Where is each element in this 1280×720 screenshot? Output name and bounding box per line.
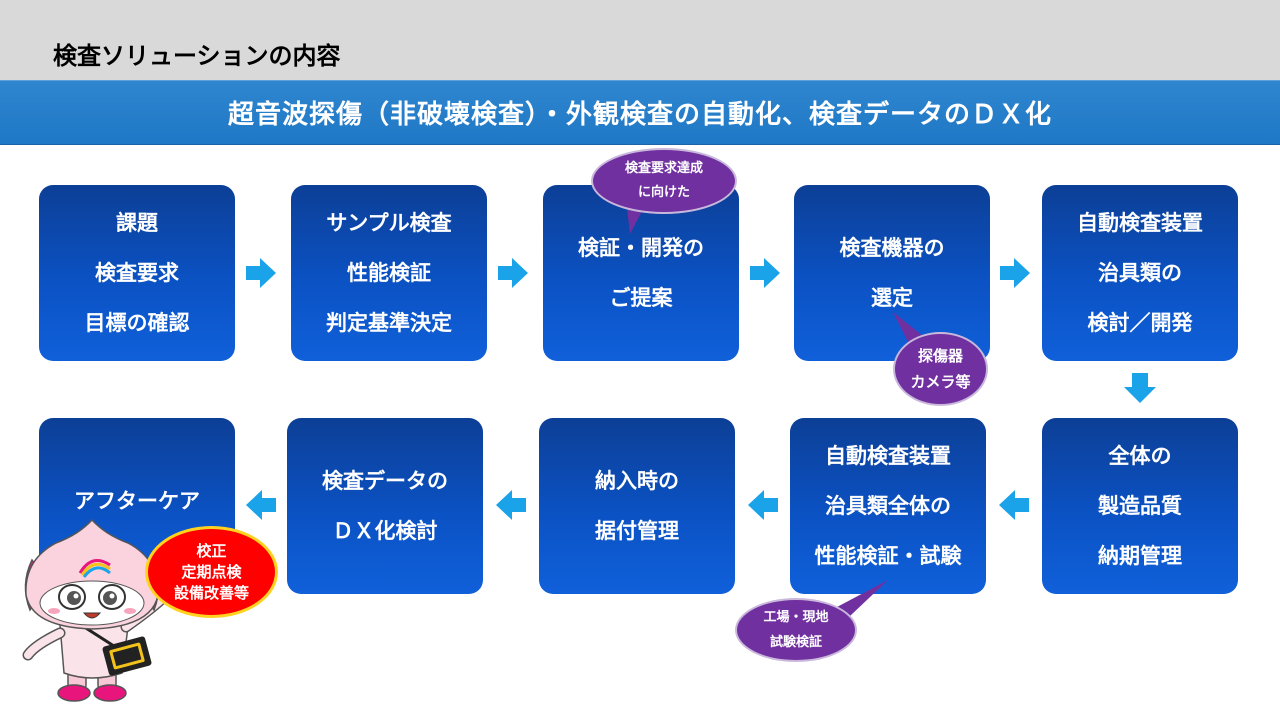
callout-aftercare-line-3: 設備改善等 <box>173 583 249 602</box>
step-box-2: サンプル検査 性能検証 判定基準決定 <box>291 185 487 361</box>
callout-testing-line-1: 工場・現地 <box>763 610 829 625</box>
step-box-3: 検証・開発の ご提案 <box>543 185 739 361</box>
step-10-line-1: アフターケア <box>74 489 200 513</box>
arrow-icon <box>748 490 778 520</box>
step-box-1: 課題 検査要求 目標の確認 <box>39 185 235 361</box>
header-bar <box>0 0 1280 80</box>
callout-equipment-line-1: 探傷器 <box>917 347 963 365</box>
callout-proposal-line-2: に向けた <box>637 185 690 200</box>
step-box-4: 検査機器の 選定 <box>794 185 990 361</box>
step-8-line-1: 納入時の <box>595 469 679 493</box>
arrow-icon <box>496 490 526 520</box>
step-1-line-1: 課題 <box>116 211 158 235</box>
arrow-icon <box>246 490 276 520</box>
step-2-line-3: 判定基準決定 <box>326 311 452 335</box>
callout-testing-line-2: 試験検証 <box>769 635 822 650</box>
step-2-line-1: サンプル検査 <box>326 211 452 235</box>
step-8-line-2: 据付管理 <box>595 519 679 543</box>
step-3-line-1: 検証・開発の <box>578 236 704 260</box>
step-6-line-2: 製造品質 <box>1098 494 1182 518</box>
step-4-line-1: 検査機器の <box>839 236 945 260</box>
page-title: 検査ソリューションの内容 <box>53 42 341 70</box>
step-5-line-1: 自動検査装置 <box>1077 211 1203 235</box>
banner: 超音波探傷（非破壊検査）・外観検査の自動化、検査データのＤＸ化 <box>0 80 1280 145</box>
step-3-line-2: ご提案 <box>609 286 673 310</box>
step-6-line-1: 全体の <box>1108 444 1172 468</box>
arrow-icon <box>1124 373 1156 403</box>
step-1-line-3: 目標の確認 <box>84 311 190 335</box>
step-2-line-2: 性能検証 <box>347 261 431 285</box>
step-7-line-1: 自動検査装置 <box>825 444 951 468</box>
callout-aftercare-line-1: 校正 <box>196 541 227 560</box>
callout-proposal-line-1: 検査要求達成 <box>624 161 703 176</box>
callout-testing: 工場・現地 試験検証 <box>735 598 857 662</box>
step-box-9: 検査データの ＤＸ化検討 <box>287 418 483 594</box>
step-box-5: 自動検査装置 治具類の 検討／開発 <box>1042 185 1238 361</box>
step-6-line-3: 納期管理 <box>1098 544 1182 568</box>
step-9-line-1: 検査データの <box>322 469 448 493</box>
step-4-line-2: 選定 <box>871 286 913 310</box>
arrow-icon <box>999 490 1029 520</box>
callout-aftercare: 校正 定期点検 設備改善等 <box>145 526 278 618</box>
step-9-line-2: ＤＸ化検討 <box>332 519 438 543</box>
step-box-6: 全体の 製造品質 納期管理 <box>1042 418 1238 594</box>
step-5-line-3: 検討／開発 <box>1087 311 1193 335</box>
callout-aftercare-line-2: 定期点検 <box>181 562 242 581</box>
step-box-7: 自動検査装置 治具類全体の 性能検証・試験 <box>790 418 986 594</box>
step-7-line-3: 性能検証・試験 <box>814 544 962 568</box>
step-box-8: 納入時の 据付管理 <box>539 418 735 594</box>
banner-text: 超音波探傷（非破壊検査）・外観検査の自動化、検査データのＤＸ化 <box>227 100 1052 130</box>
callout-equipment-line-2: カメラ等 <box>910 373 971 391</box>
step-5-line-2: 治具類の <box>1098 261 1182 285</box>
callout-proposal: 検査要求達成 に向けた <box>591 148 737 214</box>
step-7-line-2: 治具類全体の <box>825 494 951 518</box>
mascot-character <box>22 518 168 702</box>
arrow-icon <box>498 258 528 288</box>
callout-equipment: 探傷器 カメラ等 <box>893 332 988 406</box>
arrow-icon <box>246 258 276 288</box>
step-1-line-2: 検査要求 <box>95 261 179 285</box>
arrow-icon <box>1000 258 1030 288</box>
arrow-icon <box>750 258 780 288</box>
